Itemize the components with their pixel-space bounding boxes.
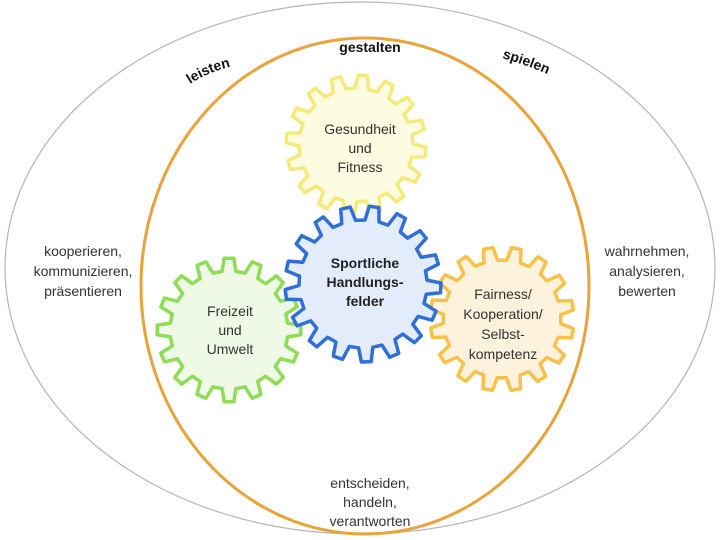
gear-right-label: Fairness/ Kooperation/ Selbst- kompetenz [463, 286, 543, 362]
outer-label-right: wahrnehmen, analysieren, bewerten [604, 243, 690, 299]
gear-top-label: Gesundheit und Fitness [324, 121, 396, 175]
gear-sport-action-fields [283, 204, 443, 364]
outer-label-bottom: entscheiden, handeln, verantworten [329, 475, 411, 529]
gear-left-label: Freizeit und Umwelt [206, 303, 254, 357]
gear-fairness-cooperation [428, 245, 576, 393]
ring-word-top: gestalten [339, 39, 400, 55]
ring-word-left: leisten [183, 54, 231, 86]
outer-label-left: kooperieren, kommunizieren, präsentieren [33, 243, 133, 299]
inner-ring [139, 36, 591, 536]
gear-leisure-environment [155, 256, 303, 404]
ring-word-right: spielen [501, 46, 552, 77]
gear-health-fitness [284, 73, 428, 217]
gear-center-label: Sportliche Handlungs- felder [326, 255, 404, 309]
